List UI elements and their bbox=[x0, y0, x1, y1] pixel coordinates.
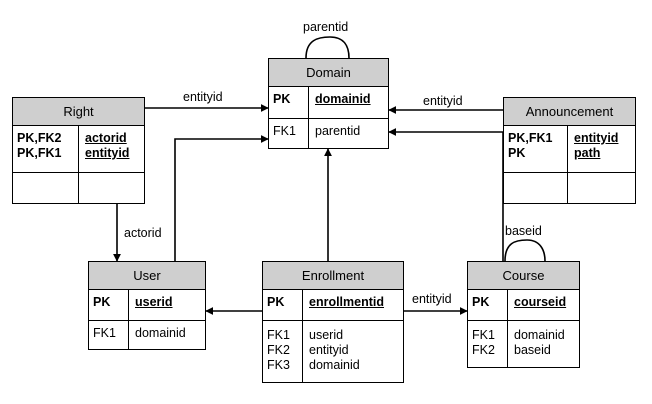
attr-field-domainid: domainid bbox=[309, 358, 360, 372]
pk-key-1: PK,FK1 bbox=[508, 131, 553, 145]
attr-keys bbox=[504, 173, 568, 203]
pk-fields: enrollmentid bbox=[309, 295, 385, 309]
entity-announcement: Announcement PK,FK1 PK entityid path bbox=[503, 97, 636, 204]
attr-section: FK1 parentid bbox=[269, 119, 388, 148]
relation-label-domain-self: parentid bbox=[303, 20, 349, 34]
pk-fields: userid bbox=[135, 295, 173, 309]
pk-field-entityid: entityid bbox=[85, 146, 130, 160]
pk-fields: actorid entityid bbox=[79, 126, 144, 172]
attr-section: FK1 FK2 FK3 userid entityid domainid bbox=[263, 321, 403, 382]
attr-keys: FK1 bbox=[269, 119, 309, 148]
pk-keys: PK,FK2 PK,FK1 bbox=[13, 126, 79, 172]
pk-keys: PK bbox=[89, 290, 129, 320]
course-self-line bbox=[500, 239, 546, 269]
attr-key-2: FK2 bbox=[472, 343, 495, 357]
entity-title: Right bbox=[13, 98, 144, 126]
pk-field-entityid: entityid bbox=[574, 131, 619, 145]
entity-enrollment: Enrollment PK enrollmentid FK1 FK2 FK3 u… bbox=[262, 261, 404, 383]
pk-key-2: PK bbox=[508, 146, 526, 160]
pk-key-1: PK,FK2 bbox=[17, 131, 62, 145]
attr-key-1: FK1 bbox=[472, 328, 495, 342]
pk-section: PK domainid bbox=[269, 87, 388, 119]
entity-title: User bbox=[89, 262, 205, 290]
attr-field-entityid: entityid bbox=[309, 343, 349, 357]
attr-key-3: FK3 bbox=[267, 358, 290, 372]
entity-title: Domain bbox=[269, 59, 388, 87]
attr-fields: userid entityid domainid bbox=[303, 321, 403, 382]
attr-fields: parentid bbox=[315, 124, 361, 138]
attr-section bbox=[504, 173, 635, 203]
attr-keys: FK1 bbox=[89, 321, 129, 349]
domain-self-line bbox=[301, 36, 350, 66]
entity-title: Course bbox=[468, 262, 579, 290]
pk-section: PK,FK1 PK entityid path bbox=[504, 126, 635, 173]
pk-keys: PK,FK1 PK bbox=[504, 126, 568, 172]
pk-fields: entityid path bbox=[568, 126, 635, 172]
relation-label-right-user: actorid bbox=[124, 226, 162, 240]
user-domain-line bbox=[174, 135, 269, 261]
attr-section: FK1 FK2 domainid baseid bbox=[468, 321, 579, 367]
entity-right: Right PK,FK2 PK,FK1 actorid entityid bbox=[12, 97, 145, 204]
pk-section: PK,FK2 PK,FK1 actorid entityid bbox=[13, 126, 144, 173]
pk-field-actorid: actorid bbox=[85, 131, 127, 145]
attr-key-1: FK1 bbox=[267, 328, 290, 342]
attr-keys: FK1 FK2 bbox=[468, 321, 508, 367]
relation-label-announcement-domain: entityid bbox=[423, 94, 463, 108]
pk-keys: PK bbox=[269, 87, 309, 118]
pk-key-2: PK,FK1 bbox=[17, 146, 62, 160]
attr-fields: domainid baseid bbox=[508, 321, 579, 367]
entity-domain: Domain PK domainid FK1 parentid bbox=[268, 58, 389, 149]
course-domain-line bbox=[388, 128, 504, 261]
relation-label-enrollment-course: entityid bbox=[412, 292, 452, 306]
attr-key-2: FK2 bbox=[267, 343, 290, 357]
entity-course: Course PK courseid FK1 FK2 domainid base… bbox=[467, 261, 580, 368]
relation-label-right-domain: entityid bbox=[183, 90, 223, 104]
pk-section: PK userid bbox=[89, 290, 205, 321]
attr-field-userid: userid bbox=[309, 328, 344, 342]
attr-field-domainid: domainid bbox=[514, 328, 565, 342]
pk-section: PK enrollmentid bbox=[263, 290, 403, 321]
attr-section bbox=[13, 173, 144, 203]
relation-label-course-self: baseid bbox=[505, 224, 542, 238]
attr-fields: domainid bbox=[135, 326, 186, 340]
entity-title: Announcement bbox=[504, 98, 635, 126]
attr-field-baseid: baseid bbox=[514, 343, 551, 357]
attr-section: FK1 domainid bbox=[89, 321, 205, 349]
pk-section: PK courseid bbox=[468, 290, 579, 321]
attr-keys: FK1 FK2 FK3 bbox=[263, 321, 303, 382]
pk-fields: domainid bbox=[315, 92, 371, 106]
entity-user: User PK userid FK1 domainid bbox=[88, 261, 206, 350]
entity-title: Enrollment bbox=[263, 262, 403, 290]
attr-fields bbox=[568, 173, 635, 203]
pk-keys: PK bbox=[263, 290, 303, 320]
pk-field-path: path bbox=[574, 146, 601, 160]
pk-keys: PK bbox=[468, 290, 508, 320]
attr-keys bbox=[13, 173, 79, 203]
pk-fields: courseid bbox=[514, 295, 567, 309]
attr-fields bbox=[79, 173, 144, 203]
